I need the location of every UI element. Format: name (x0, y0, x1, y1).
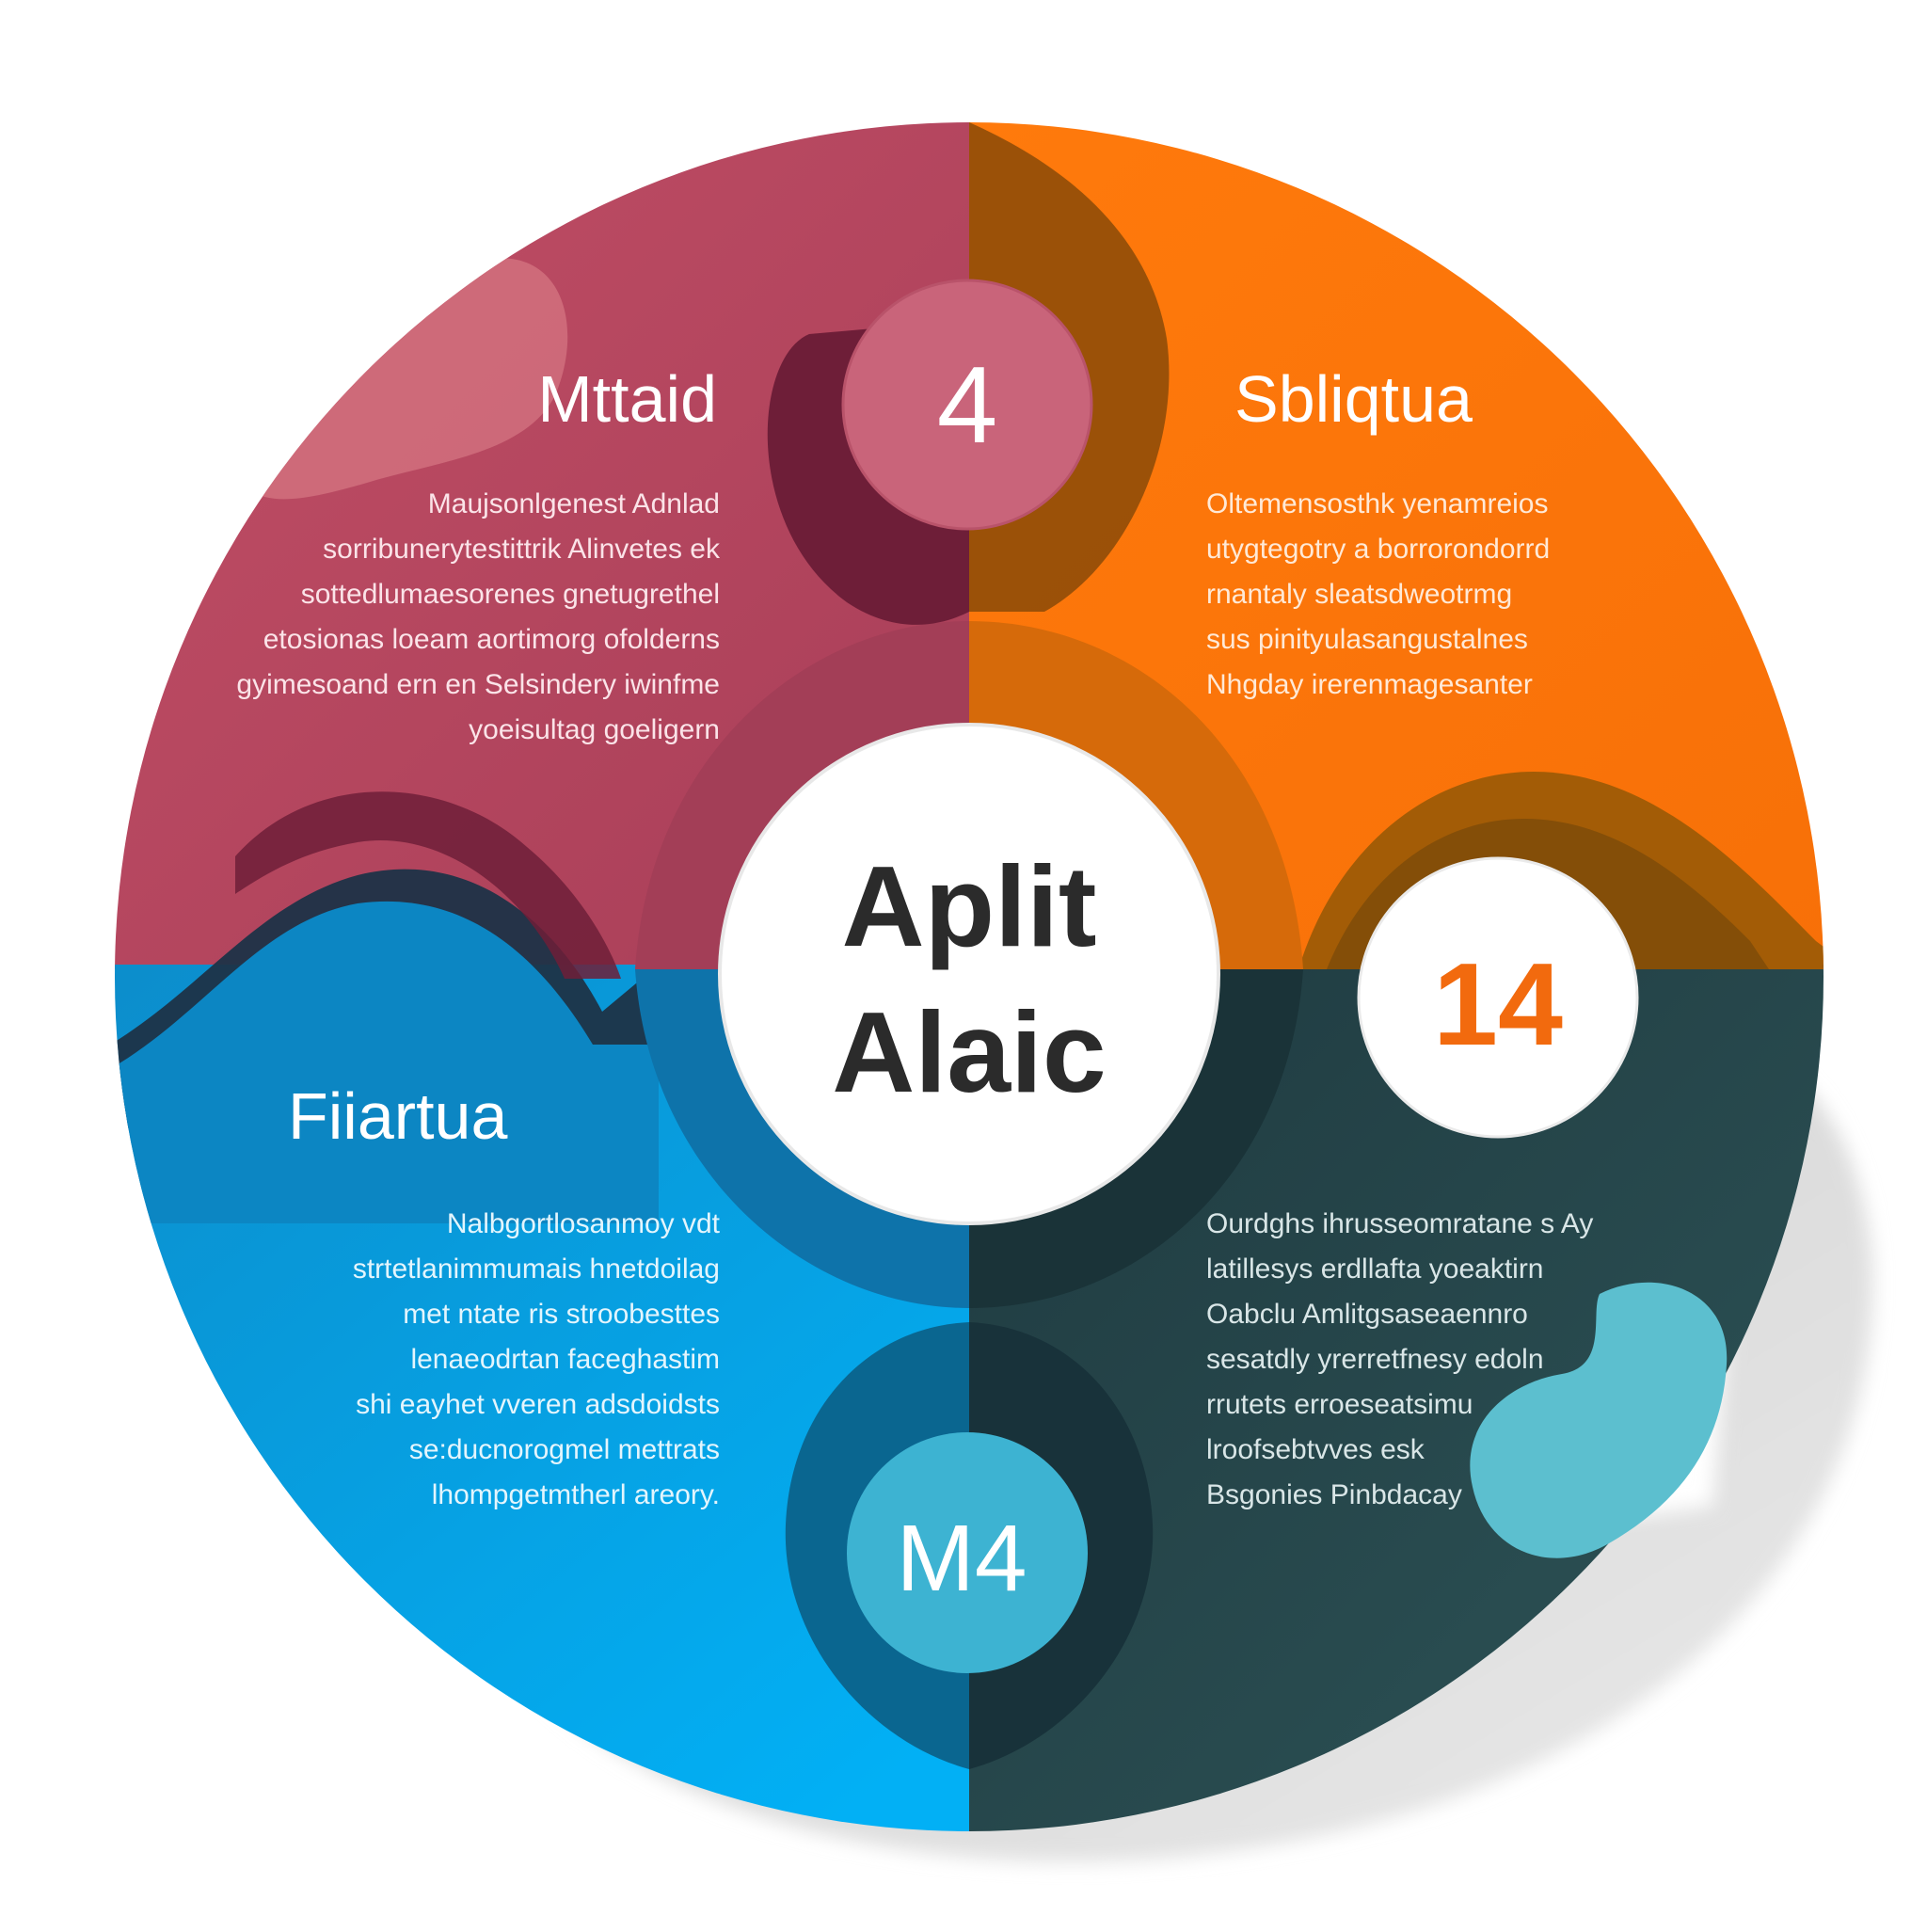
section-body-line: latillesys erdllafta yoeaktirn (1206, 1253, 1544, 1285)
center-circle (718, 723, 1220, 1225)
section-body-line: Nalbgortlosanmoy vdt (447, 1208, 721, 1239)
wave-blue-left (115, 901, 659, 1223)
center-title-line1: Aplit (841, 842, 1096, 970)
section-body-line: Bsgonies Pinbdacay (1206, 1479, 1462, 1510)
section-body-line: rrutets erroeseatsimu (1206, 1389, 1473, 1420)
section-body-line: met ntate ris stroobesttes (403, 1299, 720, 1330)
section-body-line: sesatdly yrerretfnesy edoln (1206, 1344, 1544, 1375)
section-body-line: shi eayhet vveren adsdoidsts (356, 1389, 720, 1420)
section-body-line: lhompgetmtherl areory. (432, 1479, 720, 1510)
section-body-line: gyimesoand ern en Selsindery iwinfme (236, 669, 720, 700)
section-body-line: Ourdghs ihrusseomratane s Ay (1206, 1208, 1593, 1239)
section-body-line: Nhgday irerenmagesanter (1206, 669, 1533, 700)
section-body-line: sorribunerytestittrik Alinvetes ek (323, 534, 721, 565)
blob-bottom-right (1470, 1282, 1728, 1558)
wave-dark-crest (235, 791, 621, 979)
bottom-badge-label: M4 (897, 1506, 1027, 1611)
section-body-line: sus pinityulasangustalnes (1206, 624, 1528, 655)
top-badge-number: 4 (937, 343, 998, 466)
section-title-top-right: Sbliqtua (1234, 362, 1473, 436)
section-body-line: lenaeodrtan faceghastim (410, 1344, 720, 1375)
right-badge (1357, 856, 1639, 1139)
blob-top-left (249, 258, 568, 500)
section-body-line: etosionas loeam aortimorg ofolderns (263, 624, 720, 655)
section-body-line: se:ducnorogmel mettrats (409, 1434, 720, 1465)
section-body-top-left: Maujsonlgenest Adnlad sorribunerytestittr… (236, 488, 721, 745)
section-title-bottom-left: Fiiartua (288, 1079, 507, 1153)
section-body-line: utygtegotry a borrorondorrd (1206, 534, 1550, 565)
bottom-badge (847, 1432, 1088, 1673)
section-body-line: rnantaly sleatsdweotrmg (1206, 579, 1512, 610)
section-body-line: Oabclu Amlitgsaseaennro (1206, 1299, 1528, 1330)
section-body-bottom-right: Ourdghs ihrusseomratane s Ay latillesys e… (1206, 1208, 1593, 1510)
section-body-line: yoeisultag goeligern (469, 714, 720, 745)
center-title-line2: Alaic (832, 988, 1107, 1116)
section-body-line: Oltemensosthk yenamreios (1206, 488, 1549, 519)
section-body-line: Maujsonlgenest Adnlad (428, 488, 720, 519)
section-body-line: sottedlumaesorenes gnetugrethel (301, 579, 720, 610)
section-body-top-right: Oltemensosthk yenamreios utygtegotry a bo… (1206, 488, 1550, 700)
section-body-line: lroofsebtvves esk (1206, 1434, 1425, 1465)
section-body-bottom-left: Nalbgortlosanmoy vdt strtetlanimmumais hn… (353, 1208, 721, 1510)
section-title-top-left: Mttaid (537, 362, 717, 436)
section-body-line: strtetlanimmumais hnetdoilag (353, 1253, 720, 1285)
top-badge (841, 279, 1093, 531)
right-badge-number: 14 (1433, 940, 1563, 1070)
